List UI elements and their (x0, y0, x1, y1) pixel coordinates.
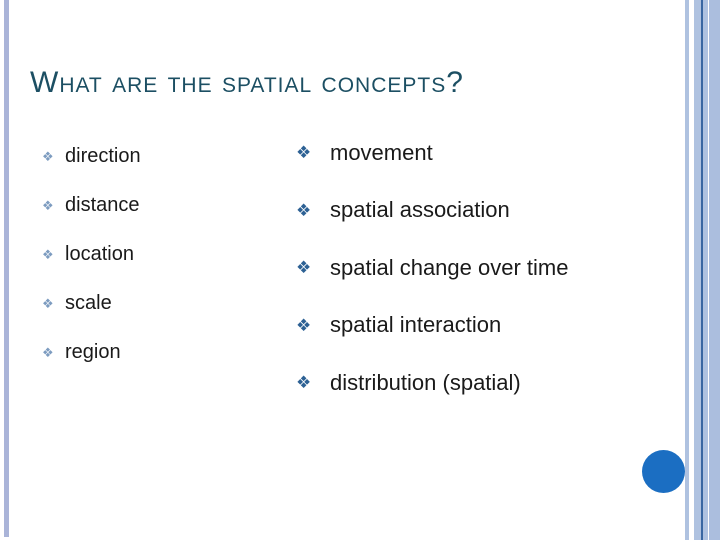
list-item: ❖ spatial interaction (296, 297, 568, 355)
diamond-bullet-icon: ❖ (42, 296, 54, 311)
list-item: ❖ movement (296, 124, 568, 182)
list-item: ❖ scale (42, 279, 141, 328)
right-edge-stripe-3 (703, 0, 708, 540)
right-edge-stripe-dark (701, 0, 703, 540)
list-item-label: distribution (spatial) (330, 369, 521, 395)
list-item-label: movement (330, 139, 433, 165)
right-edge-stripe-4 (709, 0, 720, 540)
list-item-label: distance (65, 194, 140, 216)
list-item-label: region (65, 341, 121, 363)
left-edge-stripe (4, 0, 9, 537)
accent-circle (642, 450, 685, 493)
diamond-bullet-icon: ❖ (296, 373, 312, 393)
left-bullet-list: ❖ direction ❖ distance ❖ location ❖ scal… (42, 132, 141, 377)
diamond-bullet-icon: ❖ (42, 149, 54, 164)
list-item: ❖ location (42, 230, 141, 279)
list-item: ❖ spatial association (296, 182, 568, 240)
list-item-label: location (65, 243, 134, 265)
slide-title: What are the spatial concepts? (30, 66, 464, 99)
list-item-label: scale (65, 292, 112, 314)
list-item-label: direction (65, 145, 141, 167)
diamond-bullet-icon: ❖ (42, 198, 54, 213)
list-item: ❖ distribution (spatial) (296, 354, 568, 412)
list-item-label: spatial change over time (330, 254, 569, 280)
list-item: ❖ distance (42, 181, 141, 230)
list-item: ❖ direction (42, 132, 141, 181)
right-edge-stripe-1 (685, 0, 689, 540)
list-item: ❖ region (42, 328, 141, 377)
list-item-label: spatial interaction (330, 312, 502, 338)
diamond-bullet-icon: ❖ (296, 143, 312, 163)
diamond-bullet-icon: ❖ (42, 345, 54, 360)
diamond-bullet-icon: ❖ (296, 258, 312, 278)
diamond-bullet-icon: ❖ (42, 247, 54, 262)
list-item-label: spatial association (330, 197, 510, 223)
right-bullet-list: ❖ movement ❖ spatial association ❖ spati… (296, 124, 568, 412)
list-item: ❖ spatial change over time (296, 239, 568, 297)
diamond-bullet-icon: ❖ (296, 315, 312, 335)
right-edge-stripe-2 (694, 0, 701, 540)
diamond-bullet-icon: ❖ (296, 200, 312, 220)
